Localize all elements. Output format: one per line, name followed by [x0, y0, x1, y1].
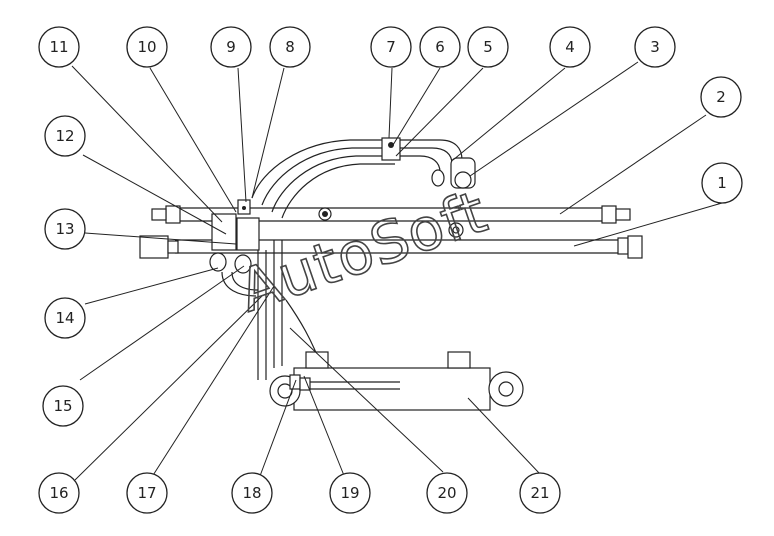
svg-text:21: 21: [530, 484, 549, 502]
callout-2: 2: [700, 76, 742, 118]
callout-21: 21: [519, 472, 561, 514]
svg-text:13: 13: [55, 220, 74, 238]
svg-text:6: 6: [435, 38, 445, 56]
callout-5: 5: [467, 26, 509, 68]
svg-text:20: 20: [437, 484, 456, 502]
callout-9: 9: [210, 26, 252, 68]
callout-11: 11: [38, 26, 80, 68]
assembly-drawing: [139, 137, 643, 411]
callout-3: 3: [634, 26, 676, 68]
callout-18: 18: [231, 472, 273, 514]
svg-text:18: 18: [242, 484, 261, 502]
vertical-pipes: [221, 240, 323, 380]
callouts: 1 2 3 4 5 6 7 8 9 10 11 12 13 14 15 16 1…: [38, 26, 743, 514]
callout-14: 14: [44, 297, 86, 339]
svg-text:10: 10: [137, 38, 156, 56]
svg-text:2: 2: [716, 88, 726, 106]
svg-text:14: 14: [55, 309, 74, 327]
callout-4: 4: [549, 26, 591, 68]
svg-text:8: 8: [285, 38, 295, 56]
svg-text:17: 17: [137, 484, 156, 502]
svg-text:11: 11: [49, 38, 68, 56]
svg-text:19: 19: [340, 484, 359, 502]
callout-17: 17: [126, 472, 168, 514]
callout-7: 7: [370, 26, 412, 68]
svg-text:15: 15: [53, 397, 72, 415]
callout-6: 6: [419, 26, 461, 68]
hydraulic-cylinder: [269, 351, 524, 411]
callout-8: 8: [269, 26, 311, 68]
callout-19: 19: [329, 472, 371, 514]
svg-text:3: 3: [650, 38, 660, 56]
callout-20: 20: [426, 472, 468, 514]
svg-text:5: 5: [483, 38, 493, 56]
callout-10: 10: [126, 26, 168, 68]
callout-16: 16: [38, 472, 80, 514]
callout-12: 12: [44, 115, 86, 157]
valve-block: [209, 199, 260, 274]
callout-15: 15: [42, 385, 84, 427]
svg-text:9: 9: [226, 38, 236, 56]
svg-text:4: 4: [565, 38, 575, 56]
svg-text:12: 12: [55, 127, 74, 145]
svg-text:1: 1: [717, 174, 727, 192]
watermark-text: AutoSoft: [230, 177, 495, 325]
svg-text:7: 7: [386, 38, 396, 56]
callout-1: 1: [701, 162, 743, 204]
bent-pipes: [251, 137, 476, 219]
svg-text:16: 16: [49, 484, 68, 502]
leader-lines: [71, 61, 723, 481]
callout-13: 13: [44, 208, 86, 250]
